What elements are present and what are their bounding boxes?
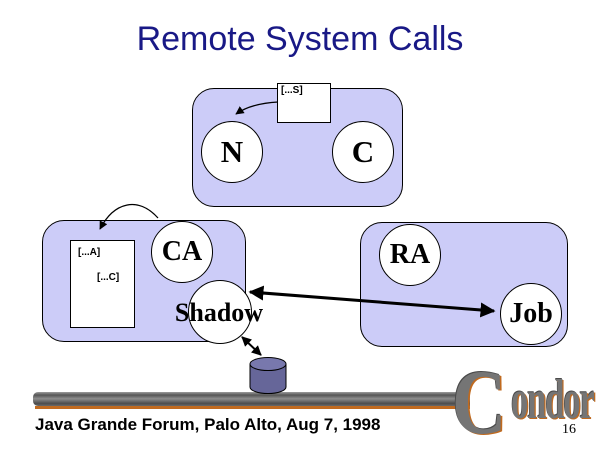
node-ra-label: RA [389, 239, 431, 270]
condor-logo-text: ondor [511, 369, 595, 431]
node-n-label: N [220, 134, 244, 169]
disk-cylinder-body [249, 363, 287, 394]
pool-bar [33, 392, 470, 406]
node-ca-label: CA [161, 236, 203, 267]
stack-c-label: [...C] [97, 272, 120, 283]
page-number: 16 [562, 422, 576, 437]
footer-caption: Java Grande Forum, Palo Alto, Aug 7, 199… [35, 415, 381, 434]
node-n-circle: N [201, 121, 263, 183]
job-label: Job [509, 298, 553, 329]
node-ca-circle: CA [151, 221, 213, 283]
stack-a-label: [...A] [78, 247, 101, 258]
syscall-stack-box: [...S] [277, 83, 331, 123]
shadow-process-circle [188, 280, 252, 344]
disk-cylinder-top [249, 357, 287, 371]
pool-bar-accent-line [35, 406, 470, 409]
shadow-process-label: Shadow [174, 298, 264, 327]
syscall-stack-label: [...S] [281, 85, 303, 96]
node-c-circle: C [332, 121, 394, 183]
job-circle: Job [500, 283, 562, 345]
node-ra-circle: RA [379, 224, 441, 286]
slide-title: Remote System Calls [136, 20, 464, 58]
shadow-stack-box: [...A] [...C] [70, 240, 135, 328]
node-c-label: C [351, 134, 375, 169]
condor-logo-initial: C [452, 351, 507, 450]
